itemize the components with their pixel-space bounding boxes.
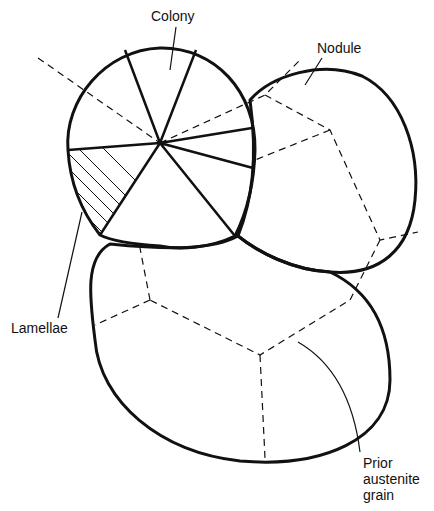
colony-label: Colony xyxy=(150,8,196,24)
nodule-label: Nodule xyxy=(316,40,362,56)
lamellae-hatch xyxy=(40,95,165,240)
austenite-boundaries xyxy=(38,58,418,458)
colony-boundaries xyxy=(68,50,253,236)
nodules xyxy=(68,48,416,462)
leader-lines xyxy=(58,27,360,452)
lamellae-label: Lamellae xyxy=(10,320,69,336)
prior-austenite-grain-label: Prior austenite grain xyxy=(362,455,430,503)
